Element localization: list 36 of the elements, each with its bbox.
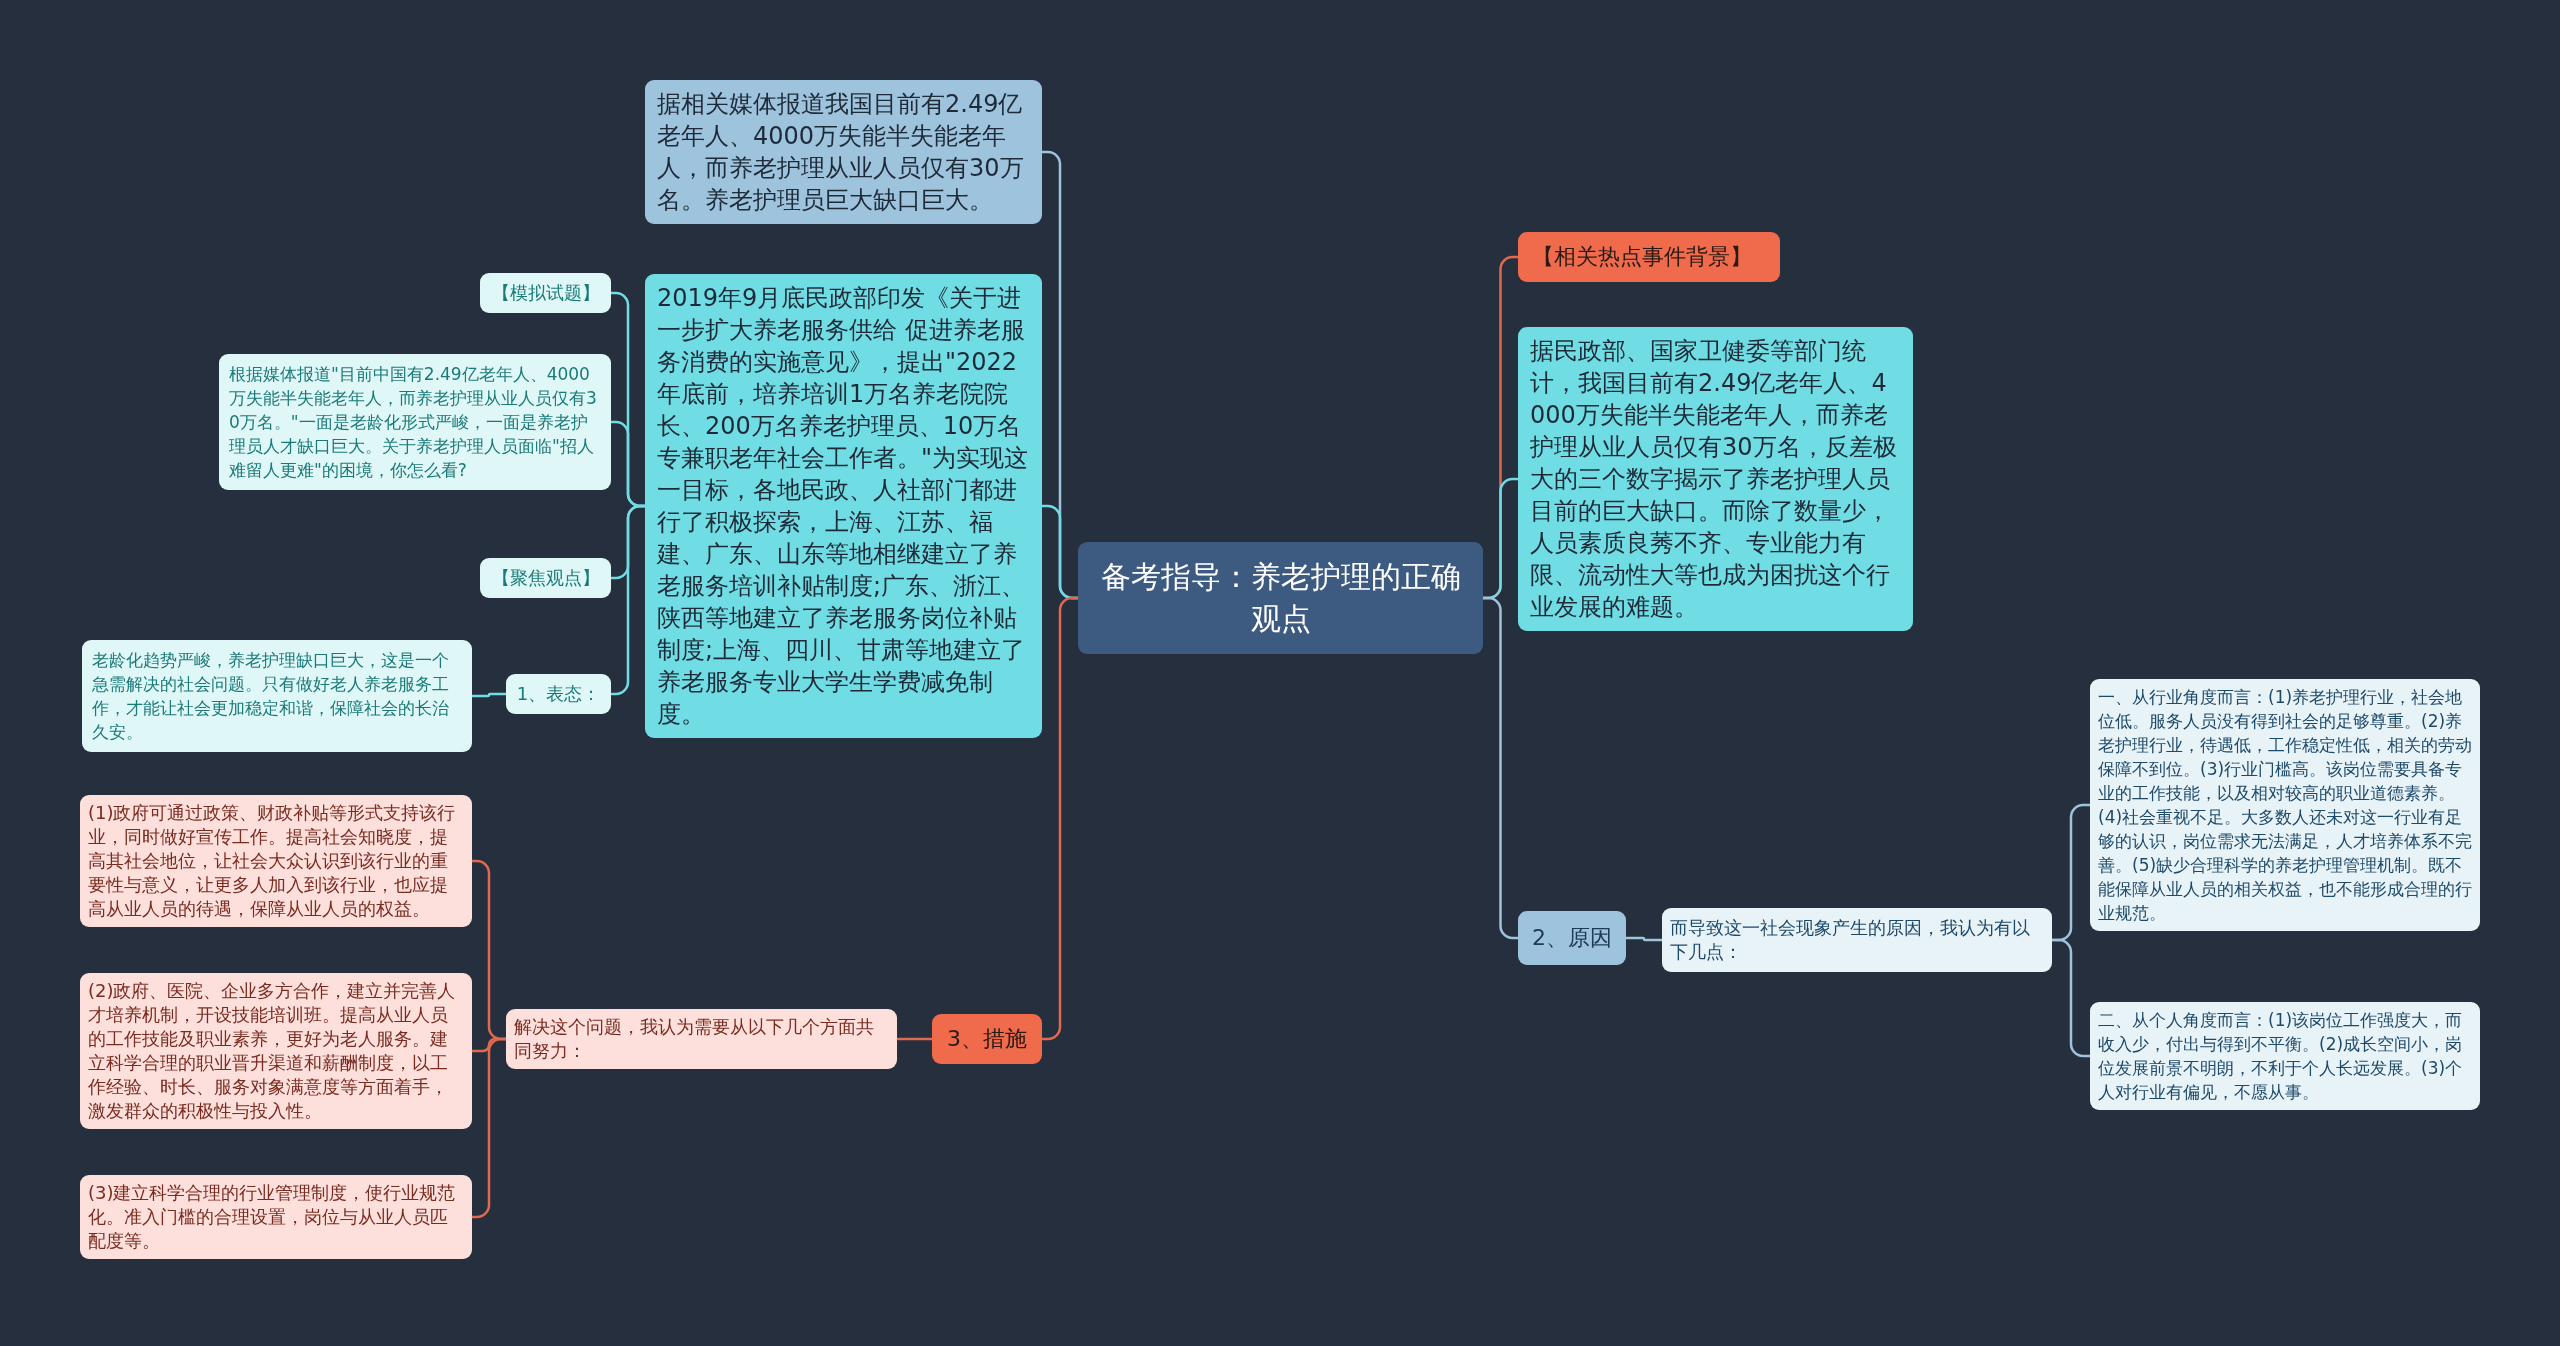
topic-text: 据相关媒体报道我国目前有2.49亿老年人、4000万失能半失能老年人，而养老护理从业人员仅有30万名。养老护理员巨大缺口巨大。	[657, 89, 1025, 216]
topic-box	[480, 558, 611, 598]
topic-text: 解决这个问题，我认为需要从以下几个方面共同努力：	[514, 1015, 875, 1063]
topic-text: 备考指导：养老护理的正确观点	[1099, 558, 1462, 638]
topic-box	[506, 1009, 897, 1069]
topic-box	[82, 640, 472, 752]
topic-text: 【聚焦观点】	[490, 566, 601, 590]
connector-line	[472, 692, 506, 698]
topic-box	[1662, 908, 2052, 972]
topic-text: 3、措施	[946, 1025, 1028, 1053]
topic-text: 据民政部、国家卫健委等部门统计，我国目前有2.49亿老年人、4000万失能半失能老年人，而养老护理从业人员仅有30万名，反差极大的三个数字揭示了养老护理人员目前的巨大缺口。而除了数量少，人员素质良莠不齐、专业能力有限、流动性大等也成为困扰这个行业发展的难题。	[1530, 336, 1898, 623]
topic-box	[80, 1175, 472, 1259]
topic-box	[1518, 911, 1626, 965]
topic-text: 老龄化趋势严峻，养老护理缺口巨大，这是一个急需解决的社会问题。只有做好老人养老服务工作，才能让社会更加稳定和谐，保障社会的长治久安。	[92, 649, 450, 744]
topic-text: 而导致这一社会现象产生的原因，我认为有以下几点：	[1670, 916, 2031, 964]
topic-text: 一、从行业角度而言：(1)养老护理行业，社会地位低。服务人员没有得到社会的足够尊重。(2)养老护理行业，待遇低，工作稳定性低，相关的劳动保障不到位。(3)行业门槛高。该岗位需要具备专业的工作技能，以及相对较高的职业道德素养。(4)社会重视不足。大多数人还未对这一行业有足够的认识，岗位需求无法满足，人才培养体系不完善。(5)缺少合理科学的养老护理管理机制。既不能保障从业人员的相关权益，也不能形成合理的行业规范。	[2098, 686, 2472, 925]
topic-box	[506, 674, 611, 714]
topic-box	[645, 80, 1042, 224]
topic-text: 2、原因	[1531, 924, 1613, 952]
topic-text: 二、从个人角度而言：(1)该岗位工作强度大，而收入少，付出与得到不平衡。(2)成长空间小，岗位发展前景不明朗，不利于个人长远发展。(3)个人对行业有偏见，不愿从事。	[2098, 1009, 2464, 1104]
central-topic-box	[1078, 542, 1483, 654]
topic-text: 1、表态：	[516, 682, 601, 706]
topic-text: 【相关热点事件背景】	[1532, 243, 1753, 271]
topic-text: (2)政府、医院、企业多方合作，建立并完善人才培养机制，开设技能培训班。提高从业人员的工作技能及职业素养，更好为老人服务。建立科学合理的职业晋升渠道和薪酬制度，以工作经验、时长、服务对象满意度等方面着手，激发群众的积极性与投入性。	[88, 979, 457, 1123]
topic-text: (3)建立科学合理的行业管理制度，使行业规范化。准入门槛的合理设置，岗位与从业人员匹配度等。	[88, 1181, 457, 1253]
topic-box	[480, 273, 611, 313]
topic-text: (1)政府可通过政策、财政补贴等形式支持该行业，同时做好宣传工作。提高社会知晓度，提高其社会地位，让社会大众认识到该行业的重要性与意义，让更多人加入到该行业，也应提高从业人员的待遇，保障从业人员的权益。	[88, 801, 457, 921]
topic-text: 2019年9月底民政部印发《关于进一步扩大养老服务供给 促进养老服务消费的实施意见》，提出"2022年底前，培养培训1万名养老院院长、200万名养老护理员、10万名专兼职老年社会工作者。"为实现这一目标，各地民政、人社部门都进行了积极探索，上海、江苏、福建、广东、山东等地相继建立了养老服务培训补贴制度;广东、浙江、陕西等地建立了养老服务岗位补贴制度;上海、四川、甘肃等地建立了养老服务专业大学生学费减免制度。	[657, 283, 1030, 730]
topic-text: 【模拟试题】	[490, 281, 601, 305]
connector-line	[1626, 936, 1662, 942]
topic-box	[1518, 232, 1780, 282]
connector-line	[897, 1037, 932, 1041]
topic-box	[219, 354, 611, 490]
topic-text: 根据媒体报道"目前中国有2.49亿老年人、4000万失能半失能老年人，而养老护理从业人员仅有30万名。"一面是老龄化形式严峻，一面是养老护理员人才缺口巨大。关于养老护理人员面临"招人难留人更难"的困境，你怎么看?	[229, 363, 598, 482]
topic-box	[2090, 1002, 2480, 1110]
topic-box	[932, 1014, 1042, 1064]
